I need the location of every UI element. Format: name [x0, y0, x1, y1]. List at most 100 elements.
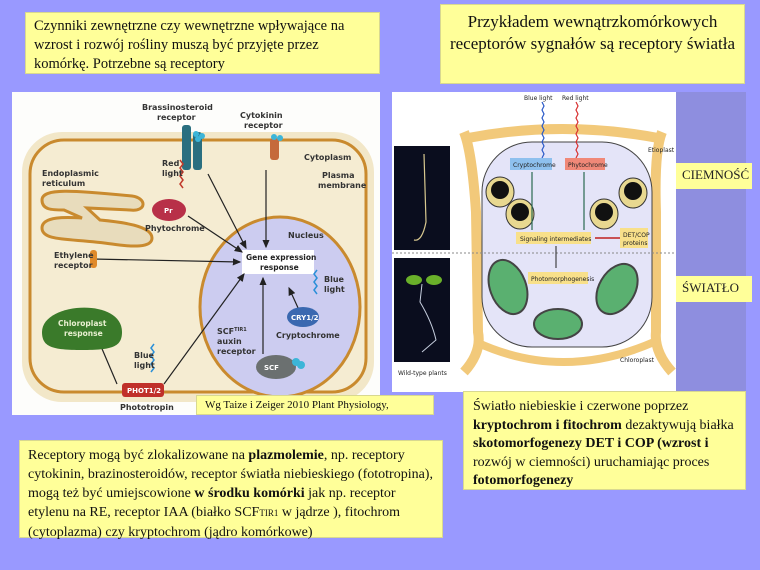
phytochrome-label: Phytochrome	[145, 224, 205, 233]
etioplast-icons	[485, 176, 648, 230]
cryptochrome-box	[510, 158, 552, 170]
chloroplast-right-label: Chloroplast	[620, 357, 655, 364]
pr-label: Pr	[164, 207, 173, 215]
cytokinin-label: Cytokinin	[240, 111, 283, 120]
receptors-text-2: , np. receptory cytokinin, brazinosteroi…	[28, 448, 433, 501]
phytochrome-box-label: Phytochrome	[568, 162, 608, 169]
ethylene-label-2: receptor	[54, 261, 93, 270]
receptors-subscript: TIR1	[259, 508, 279, 518]
auxin-receptor-label: receptor	[217, 347, 256, 356]
photomorphogenesis-diagram: Wild-type plants Blue light Red light Cr…	[392, 92, 676, 392]
blue-light-wave-icon-2	[150, 343, 155, 373]
arrow-cry	[288, 286, 300, 311]
red-light-label-2: light	[162, 169, 183, 178]
intro-text-box: Czynniki zewnętrzne czy wewnętrzne wpływ…	[25, 12, 380, 74]
scf-oval-label: SCF	[264, 364, 279, 372]
chloroplast-icon	[42, 307, 122, 350]
light-explanation-box: Światło niebieskie i czerwone poprzez kr…	[463, 391, 746, 490]
red-light-label-1: Red	[162, 159, 180, 168]
citation-box: Wg Taize i Zeiger 2010 Plant Physiology,	[196, 395, 434, 415]
detcop-label-1: DET/COP	[623, 232, 650, 239]
er-label-1: Endoplasmic	[42, 169, 99, 178]
blue-light-label-1: Blue	[324, 275, 345, 284]
receptors-text-bold-1: plazmolemie	[248, 448, 324, 463]
photomorphogenesis-box	[528, 272, 588, 284]
nucleus-label: Nucleus	[288, 231, 324, 240]
citation-text: Wg Taize i Zeiger 2010 Plant Physiology,	[205, 399, 389, 411]
arrow-phototropin	[163, 273, 245, 385]
dark-seedling-photo	[394, 146, 450, 250]
brassinosteroid-label: Brassinosteroid	[142, 103, 213, 112]
gene-expression-box	[242, 250, 314, 274]
cry-label: CRY1/2	[291, 314, 319, 322]
blue-light-top-label: Blue light	[524, 95, 553, 102]
right-side-strip	[676, 92, 746, 392]
light-text-3: rozwój w ciemności) uruchamiając proces	[473, 454, 710, 470]
darkness-tag: CIEMNOŚĆ	[676, 163, 752, 189]
plant-cell-receptor-diagram: Endoplasmic reticulum Brassinosteroid re…	[12, 92, 380, 415]
light-text-bold-1: kryptochrom i fitochrom	[473, 417, 622, 433]
photomorph-svg: Wild-type plants Blue light Red light Cr…	[392, 95, 676, 377]
receptors-text-1: Receptory mogą być zlokalizowane na	[28, 448, 249, 463]
receptors-explanation-box: Receptory mogą być zlokalizowane na plaz…	[19, 440, 443, 540]
brassinosteroid-label-2: receptor	[157, 113, 196, 122]
light-text-bold-2: skotomorfogenezy DET i COP (wzrost i	[473, 436, 709, 451]
red-light-wave-icon	[179, 159, 184, 189]
phot-box	[122, 383, 164, 397]
receptors-text-4: w jądrze ), fitochrom (cytoplazma) czy k…	[28, 505, 401, 540]
signaling-label: Signaling intermediates	[520, 236, 591, 243]
detcop-label-2: proteins	[623, 240, 647, 247]
light-text-2: dezaktywują białka	[621, 417, 734, 433]
photomorphogenesis-label: Photomorphogenesis	[531, 276, 594, 283]
arrow-brassinosteroid	[207, 173, 247, 250]
etioplast-label: Etioplast	[648, 147, 675, 154]
red-light-top-label: Red light	[562, 95, 589, 102]
brassinosteroid-receptor-icon	[182, 125, 205, 170]
intro-text: Czynniki zewnętrzne czy wewnętrzne wpływ…	[34, 18, 345, 72]
blue-light-label-3: Blue	[134, 351, 155, 360]
receptors-text-3: jak np. receptor etylenu na RE, receptor…	[28, 486, 396, 520]
endoplasmic-reticulum	[40, 189, 154, 248]
blue-light-wave-icon	[313, 269, 318, 295]
scf-label: SCFTIR1	[217, 327, 247, 336]
cryptochrome-label: Cryptochrome	[276, 331, 340, 340]
blue-light-wave-icon-3	[541, 101, 545, 159]
cry-oval	[287, 307, 319, 327]
blue-light-label-2: light	[324, 285, 345, 294]
ethylene-label-1: Ethylene	[54, 251, 94, 260]
cryptochrome-box-label: Cryptochrome	[513, 162, 556, 169]
cell-diagram-svg: Endoplasmic reticulum Brassinosteroid re…	[22, 103, 374, 412]
light-tag: ŚWIATŁO	[676, 276, 752, 302]
blue-light-label-4: light	[134, 361, 155, 370]
membrane-label: membrane	[318, 181, 367, 190]
chloroplast-icons	[487, 258, 639, 340]
ethylene-receptor-icon	[90, 250, 97, 268]
plasma-label: Plasma	[322, 171, 355, 180]
phytochrome-box	[565, 158, 605, 170]
arrow-ethylene	[91, 258, 242, 266]
gene-expression-label-1: Gene expression	[246, 253, 316, 262]
cytokinin-receptor-icon	[270, 134, 283, 160]
auxin-label: auxin	[217, 337, 242, 346]
arrow-phytochrome	[187, 215, 243, 253]
red-light-wave-icon-2	[575, 101, 579, 159]
gene-expression-label-2: response	[260, 263, 299, 272]
chloroplast-label-2: response	[64, 329, 103, 338]
scf-oval	[256, 355, 296, 379]
receptors-text-bold-2: w środku komórki	[194, 486, 305, 501]
phot-label: PHOT1/2	[127, 387, 161, 395]
phototropin-label: Phototropin	[120, 403, 174, 412]
cytokinin-label-2: receptor	[244, 121, 283, 130]
phytochrome-pr-oval	[152, 199, 186, 221]
light-text-1: Światło niebieskie i czerwone poprzez	[473, 399, 689, 414]
wild-type-label: Wild-type plants	[398, 370, 447, 377]
er-label-2: reticulum	[42, 179, 85, 188]
detcop-box	[620, 228, 648, 248]
chloroplast-label-1: Chloroplast	[58, 319, 107, 328]
light-seedling-photo	[394, 258, 450, 362]
title-text: Przykładem wewnątrzkomórkowych receptoró…	[449, 12, 736, 53]
cytoplasm-label: Cytoplasm	[304, 153, 351, 162]
title-text-box: Przykładem wewnątrzkomórkowych receptoró…	[440, 4, 745, 84]
light-text-bold-3: fotomorfogenezy	[473, 473, 574, 488]
signaling-box	[516, 232, 591, 244]
